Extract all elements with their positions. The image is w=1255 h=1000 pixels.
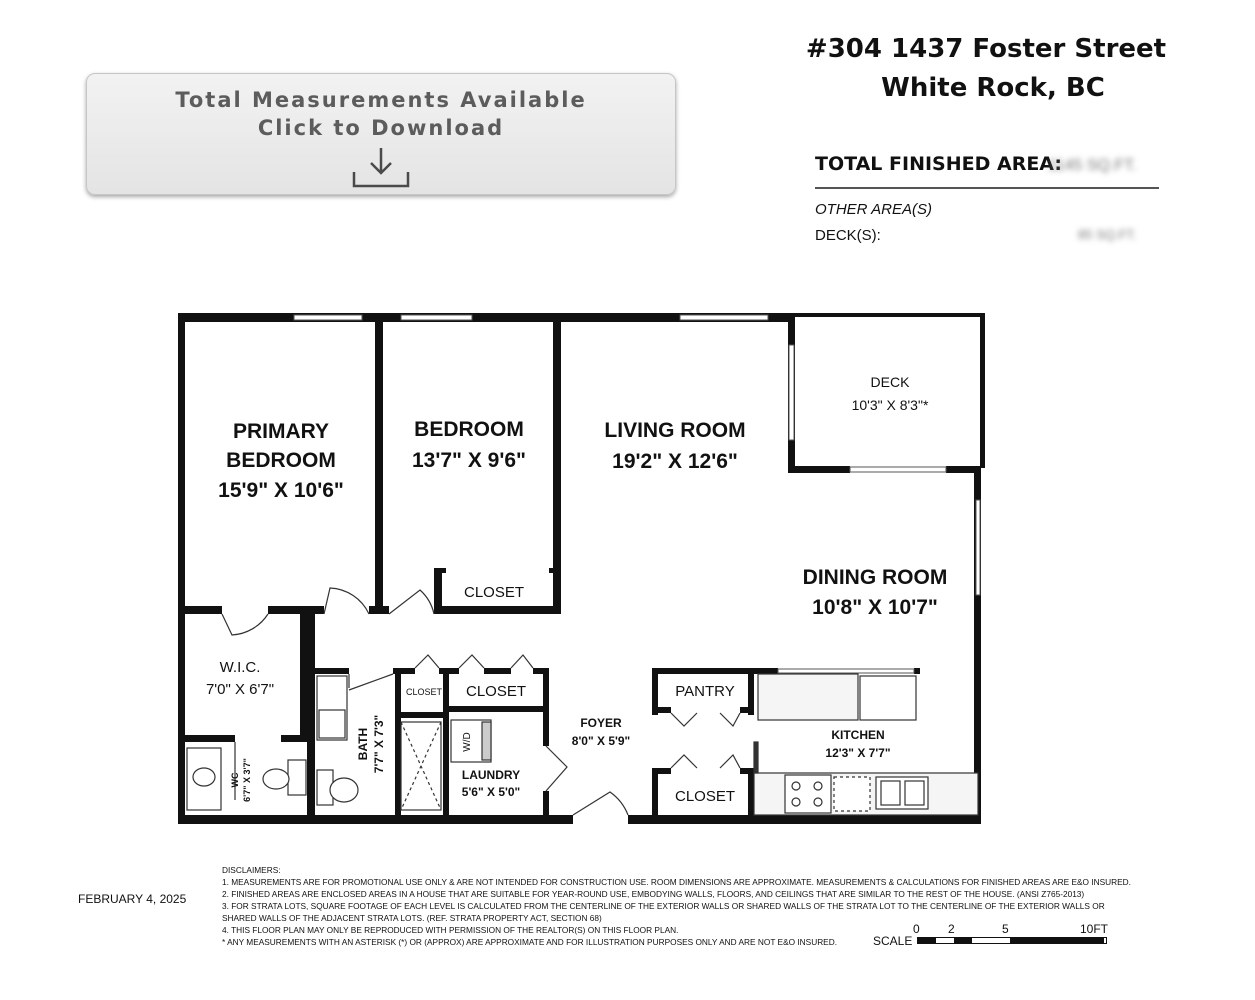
disclaimer-2: 2. FINISHED AREAS ARE ENCLOSED AREAS IN … bbox=[222, 889, 1085, 899]
address-line-1: #304 1437 Foster Street bbox=[805, 34, 1167, 64]
disclaimer-4: 4. THIS FLOOR PLAN MAY ONLY BE REPRODUCE… bbox=[222, 925, 679, 935]
small-closet-label: CLOSET bbox=[406, 687, 443, 697]
bath-name: BATH bbox=[356, 728, 370, 760]
download-button[interactable]: Total Measurements Available Click to Do… bbox=[86, 73, 676, 195]
scale-tick-2: 2 bbox=[948, 922, 955, 936]
scale-tick-0: 0 bbox=[913, 922, 920, 936]
disclaimer-3b: SHARED WALLS OF THE ADJACENT STRATA LOTS… bbox=[222, 913, 602, 923]
bedroom-closet-label: CLOSET bbox=[464, 584, 524, 601]
dining-room-name: DINING ROOM bbox=[803, 566, 948, 589]
other-areas-label: OTHER AREA(S) bbox=[815, 201, 932, 218]
download-line-2: Click to Download bbox=[257, 116, 505, 140]
primary-bedroom-name-1: PRIMARY bbox=[233, 420, 329, 443]
disclaimers-title: DISCLAIMERS: bbox=[222, 865, 281, 875]
plan-date: FEBRUARY 4, 2025 bbox=[78, 892, 187, 906]
scale-tick-10: 10FT bbox=[1080, 922, 1109, 936]
primary-bedroom-size: 15'9" X 10'6" bbox=[218, 479, 344, 502]
floor-plan-fixtures bbox=[186, 673, 979, 816]
dining-room-size: 10'8" X 10'7" bbox=[812, 596, 938, 619]
disclaimer-1: 1. MEASUREMENTS ARE FOR PROMOTIONAL USE … bbox=[222, 877, 1131, 887]
total-finished-area-label: TOTAL FINISHED AREA: bbox=[815, 153, 1062, 175]
download-line-1: Total Measurements Available bbox=[175, 88, 587, 112]
laundry-name: LAUNDRY bbox=[462, 768, 520, 782]
scale-label: SCALE bbox=[873, 934, 913, 948]
pantry-label: PANTRY bbox=[675, 683, 734, 700]
bath-size: 7'7" X 7'3" bbox=[372, 715, 386, 773]
foyer-name: FOYER bbox=[580, 716, 622, 730]
deck-name: DECK bbox=[871, 374, 911, 390]
living-room-size: 19'2" X 12'6" bbox=[612, 450, 738, 473]
wc-name: WC bbox=[230, 772, 240, 787]
wc-size: 6'7" X 3'7" bbox=[242, 758, 252, 802]
deck-area-label: DECK(S): bbox=[815, 227, 881, 244]
deck-area-value: 85 SQ.FT. bbox=[1078, 227, 1137, 242]
floor-plan-walls bbox=[178, 313, 985, 824]
washer-dryer-label: W/D bbox=[462, 732, 473, 751]
disclaimers: DISCLAIMERS: 1. MEASUREMENTS ARE FOR PRO… bbox=[222, 864, 1142, 948]
deck-size: 10'3" X 8'3"* bbox=[852, 397, 929, 413]
laundry-size: 5'6" X 5'0" bbox=[462, 785, 520, 799]
foyer-size: 8'0" X 5'9" bbox=[572, 734, 630, 748]
foyer-closet-label: CLOSET bbox=[675, 788, 735, 805]
floor-plan-windows bbox=[293, 314, 981, 674]
disclaimer-3a: 3. FOR STRATA LOTS, SQUARE FOOTAGE OF EA… bbox=[222, 901, 1105, 911]
bedroom-size: 13'7" X 9'6" bbox=[412, 449, 526, 472]
living-room-name: LIVING ROOM bbox=[604, 419, 745, 442]
wic-size: 7'0" X 6'7" bbox=[206, 681, 274, 698]
bedroom-name: BEDROOM bbox=[414, 418, 524, 441]
kitchen-name: KITCHEN bbox=[831, 728, 884, 742]
primary-bedroom-name-2: BEDROOM bbox=[226, 449, 336, 472]
total-finished-area-value: 1145 SQ.FT. bbox=[1048, 157, 1137, 174]
scale-tick-5: 5 bbox=[1002, 922, 1009, 936]
scale-bar bbox=[917, 937, 1107, 944]
kitchen-size: 12'3" X 7'7" bbox=[825, 746, 890, 760]
wic-name: W.I.C. bbox=[220, 659, 261, 676]
room-labels: PRIMARY BEDROOM 15'9" X 10'6" BEDROOM 13… bbox=[206, 374, 947, 805]
address-line-2: White Rock, BC bbox=[881, 73, 1105, 103]
download-icon bbox=[352, 148, 410, 188]
disclaimer-5: * ANY MEASUREMENTS WITH AN ASTERISK (*) … bbox=[222, 937, 838, 947]
floor-plan-doors bbox=[221, 587, 741, 816]
hall-closet-label: CLOSET bbox=[466, 683, 526, 700]
area-divider bbox=[815, 187, 1159, 189]
